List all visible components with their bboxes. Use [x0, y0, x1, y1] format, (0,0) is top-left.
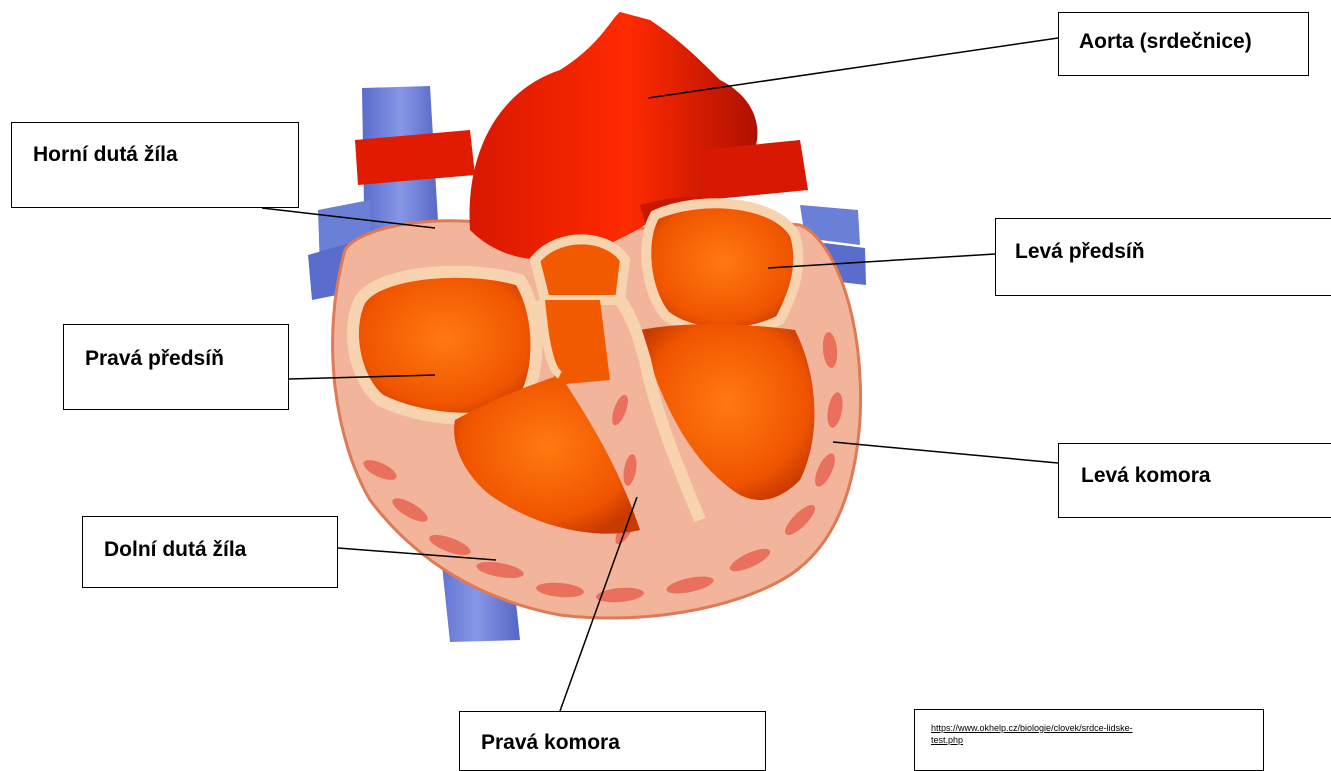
source-link-line1: https://www.okhelp.cz/biologie/clovek/sr… [931, 723, 1133, 733]
label-aorta: Aorta (srdečnice) [1079, 30, 1252, 54]
source-link[interactable]: https://www.okhelp.cz/biologie/clovek/sr… [931, 722, 1133, 746]
label-leva-komora: Levá komora [1081, 464, 1211, 488]
leader-aorta [648, 38, 1058, 98]
label-horni-duta-zila: Horní dutá žíla [33, 143, 178, 167]
label-prava-komora: Pravá komora [481, 731, 620, 755]
leader-leva-komora [833, 442, 1058, 463]
label-leva-predsin: Levá předsíň [1015, 240, 1145, 264]
source-link-line2: test.php [931, 735, 963, 745]
label-dolni-duta-zila: Dolní dutá žíla [104, 538, 246, 562]
label-prava-predsin: Pravá předsíň [85, 347, 224, 371]
pulmonary-trunk [535, 239, 625, 300]
